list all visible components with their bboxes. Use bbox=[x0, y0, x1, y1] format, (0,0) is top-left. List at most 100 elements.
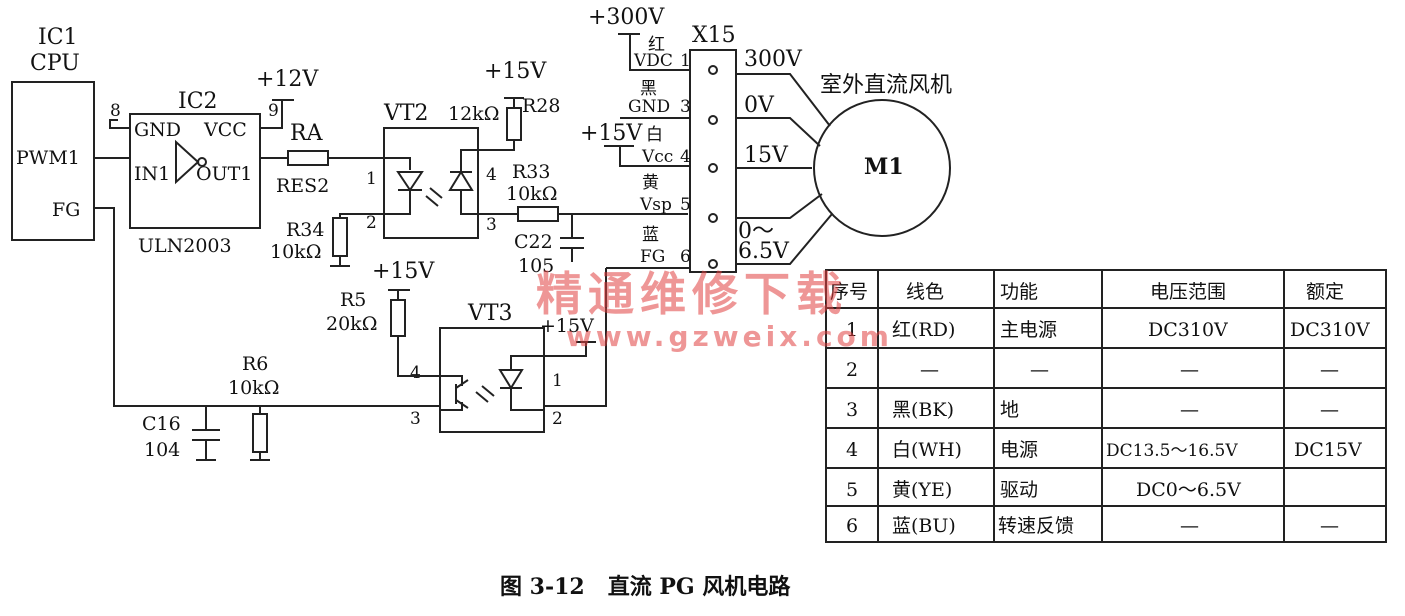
motor-m1: M1 室外直流风机 bbox=[813, 73, 952, 237]
ic2-pin8: 8 bbox=[110, 101, 121, 121]
connector-x15: X15 +300V +15V 红 VDC 1 黑 GND 3 白 Vcc 4 黄… bbox=[580, 5, 833, 273]
table-cell: — bbox=[1180, 359, 1199, 381]
table-row: 1 红(RD) 主电源 DC310V DC310V bbox=[846, 319, 1370, 341]
table-cell: 6 bbox=[846, 515, 858, 537]
c22-name: C22 bbox=[514, 231, 553, 253]
wire-fg-return bbox=[544, 268, 607, 407]
r5-vcc: +15V bbox=[372, 259, 435, 284]
table-header-color: 线色 bbox=[906, 281, 944, 303]
vt2-name: VT2 bbox=[383, 101, 429, 126]
table-row: 2 — — — — bbox=[846, 359, 1339, 381]
x15-pin5-color: 黄 bbox=[642, 173, 659, 193]
table-cell: 红(RD) bbox=[892, 319, 955, 341]
table-cell: DC13.5～16.5V bbox=[1106, 441, 1238, 461]
ic2-uln2003: IC2 GND VCC IN1 OUT1 ULN2003 8 9 +12V bbox=[109, 67, 319, 257]
vt3-vcc: +15V bbox=[540, 315, 594, 337]
resistor-r28: +15V 12kΩ R28 bbox=[448, 59, 560, 141]
x15-volt-300: 300V bbox=[744, 47, 803, 72]
x15-pin4-color: 白 bbox=[646, 125, 663, 145]
x15-name: X15 bbox=[692, 23, 736, 48]
resistor-r5: +15V R5 20kΩ bbox=[326, 259, 435, 360]
table-cell: DC310V bbox=[1148, 319, 1228, 341]
x15-vcc15: +15V bbox=[580, 121, 643, 146]
vt2-pin3: 3 bbox=[486, 215, 497, 235]
x15-pin3-label: GND bbox=[628, 97, 670, 117]
r28-name: R28 bbox=[522, 95, 560, 117]
ra-value: RES2 bbox=[276, 175, 329, 197]
table-cell: 蓝(BU) bbox=[892, 515, 956, 537]
c22-value: 105 bbox=[518, 255, 554, 277]
table-row: 5 黄(YE) 驱动 DC0～6.5V bbox=[846, 479, 1241, 501]
table-cell: — bbox=[1320, 359, 1339, 381]
ic1-sub: CPU bbox=[30, 51, 80, 76]
table-cell: — bbox=[1030, 359, 1049, 381]
wire-spec-table: 序号 线色 功能 电压范围 额定 1 红(RD) 主电源 DC310V DC31… bbox=[825, 269, 1387, 543]
table-cell: 4 bbox=[846, 439, 858, 461]
table-cell: 黑(BK) bbox=[892, 399, 954, 421]
x15-pin1-color: 红 bbox=[648, 35, 665, 55]
r33-name: R33 bbox=[512, 161, 550, 183]
x15-volt-15: 15V bbox=[744, 143, 789, 168]
ic2-pin9: 9 bbox=[268, 101, 279, 121]
c16-name: C16 bbox=[142, 413, 181, 435]
figure-caption: 图 3-12 直流 PG 风机电路 bbox=[500, 574, 791, 600]
ic1-cpu: IC1 CPU PWM1 FG bbox=[11, 25, 95, 241]
table-cell: 3 bbox=[846, 399, 858, 421]
ic2-vcc-label: +12V bbox=[256, 67, 319, 92]
vt2-pin1: 1 bbox=[366, 169, 377, 189]
x15-pin3-num: 3 bbox=[680, 97, 691, 117]
table-header-range: 电压范围 bbox=[1150, 281, 1226, 303]
table-cell: — bbox=[1320, 515, 1339, 537]
x15-pin4-label: Vcc bbox=[641, 147, 673, 167]
table-cell: 主电源 bbox=[1000, 319, 1057, 341]
ic1-name: IC1 bbox=[38, 25, 78, 50]
x15-volt-range-a: 0～ bbox=[738, 219, 774, 244]
r28-value: 12kΩ bbox=[448, 103, 499, 125]
resistor-r34: R34 10kΩ bbox=[270, 213, 384, 267]
wire-vt2-r28 bbox=[478, 140, 515, 151]
capacitor-c16: C16 104 bbox=[142, 406, 220, 461]
table-cell: — bbox=[1180, 399, 1199, 421]
r5-name: R5 bbox=[340, 289, 366, 311]
r34-value: 10kΩ bbox=[270, 241, 321, 263]
table-cell: DC0～6.5V bbox=[1136, 479, 1241, 501]
table-header-function: 功能 bbox=[1000, 281, 1038, 303]
vt3-name: VT3 bbox=[467, 301, 513, 326]
r5-value: 20kΩ bbox=[326, 313, 377, 335]
table-header-rated: 额定 bbox=[1306, 281, 1344, 303]
x15-pin1-num: 1 bbox=[680, 51, 691, 71]
resistor-ra: RA RES2 bbox=[260, 121, 384, 197]
ic2-pin-gnd: GND bbox=[134, 119, 181, 141]
table-cell: 黄(YE) bbox=[892, 479, 952, 501]
table-cell: DC310V bbox=[1290, 319, 1370, 341]
x15-pin3-color: 黑 bbox=[640, 79, 657, 99]
ic2-pin-out: OUT1 bbox=[196, 163, 252, 185]
wire-fg bbox=[94, 207, 440, 407]
r34-name: R34 bbox=[286, 219, 324, 241]
table-row: 6 蓝(BU) 转速反馈 — — bbox=[846, 515, 1339, 537]
ic2-pin-in: IN1 bbox=[134, 163, 170, 185]
optocoupler-vt3: VT3 4 3 1 2 +15V bbox=[397, 301, 596, 433]
x15-pin6-num: 6 bbox=[680, 247, 691, 267]
table-cell: 白(WH) bbox=[892, 439, 962, 461]
r6-name: R6 bbox=[242, 353, 268, 375]
table-cell: 5 bbox=[846, 479, 858, 501]
table-cell: 电源 bbox=[1000, 439, 1038, 461]
table-cell: 1 bbox=[846, 319, 858, 341]
table-cell: 转速反馈 bbox=[998, 515, 1074, 537]
x15-pin1-label: VDC bbox=[633, 51, 673, 71]
watermark-url: www.gzweix.com bbox=[566, 320, 893, 353]
table-row: 3 黑(BK) 地 — — bbox=[846, 399, 1339, 421]
r6-value: 10kΩ bbox=[228, 377, 279, 399]
x15-volt-0: 0V bbox=[744, 93, 775, 118]
vt2-vcc-label: +15V bbox=[484, 59, 547, 84]
vt3-pin3: 3 bbox=[410, 409, 421, 429]
x15-pin5-num: 5 bbox=[680, 195, 691, 215]
x15-pin6-label: FG bbox=[640, 247, 665, 267]
ra-name: RA bbox=[290, 121, 324, 146]
table-cell: 驱动 bbox=[1000, 479, 1038, 501]
x15-supply: +300V bbox=[588, 5, 665, 30]
vt3-pin4: 4 bbox=[410, 363, 421, 383]
ic1-pin-fg: FG bbox=[52, 199, 80, 221]
